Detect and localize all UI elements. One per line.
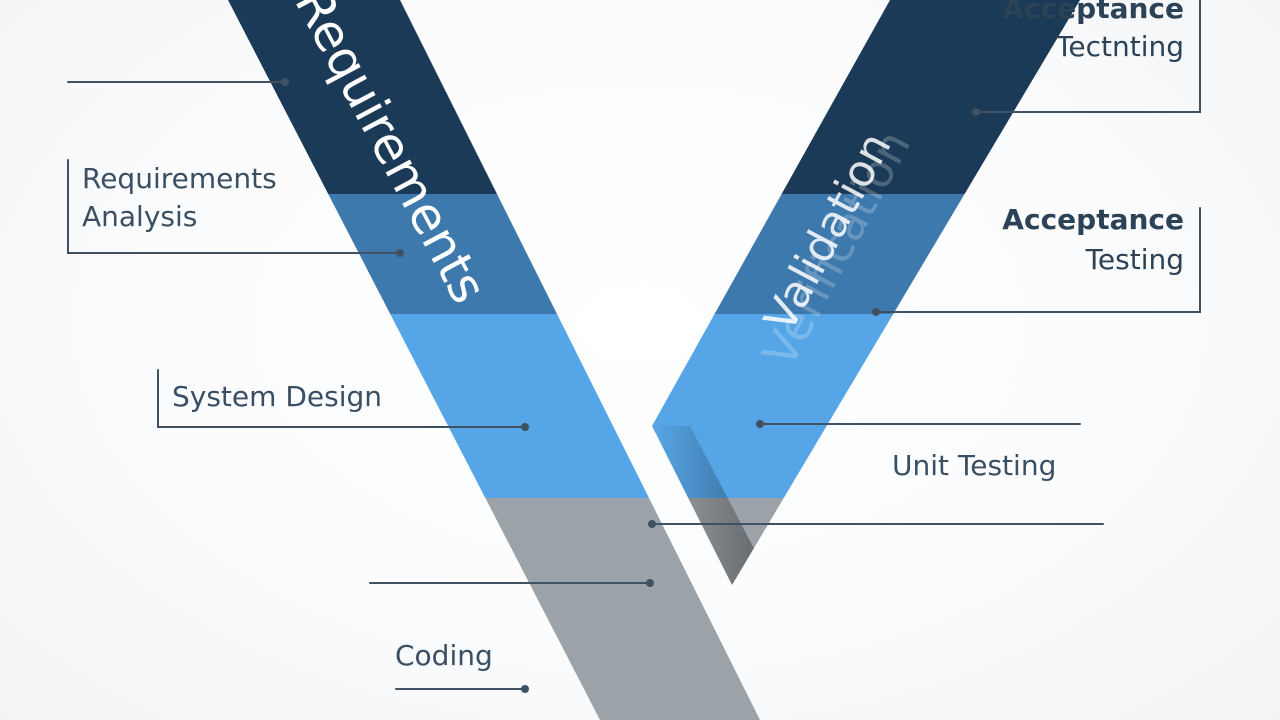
label-coding: Coding bbox=[395, 639, 493, 672]
connector-acceptance bbox=[875, 207, 1201, 313]
connector-dot bbox=[972, 108, 980, 116]
left-band-gray bbox=[228, 498, 760, 720]
connector-dot bbox=[521, 423, 529, 431]
connector-requirements-analysis bbox=[67, 159, 401, 254]
connector-dot bbox=[756, 420, 764, 428]
connector-dot bbox=[648, 520, 656, 528]
connector-dot bbox=[281, 78, 289, 86]
connector-dot bbox=[872, 308, 880, 316]
connector-acceptance-top bbox=[975, 0, 1201, 113]
label-acceptance-top-line2: Tectnting bbox=[1056, 30, 1184, 63]
connector-dot bbox=[396, 249, 404, 257]
label-system-design: System Design bbox=[172, 380, 382, 413]
crease-shadow bbox=[652, 426, 760, 585]
label-acceptance-line2: Testing bbox=[1085, 243, 1184, 276]
label-unit-testing: Unit Testing bbox=[892, 449, 1057, 482]
label-acceptance-top-line1: Acceptance bbox=[1002, 0, 1184, 25]
connector-system-design bbox=[157, 369, 526, 428]
label-acceptance-top: Acceptance Tectnting bbox=[1002, 0, 1184, 66]
label-acceptance-line1: Acceptance bbox=[1002, 203, 1184, 236]
label-requirements-analysis: Requirements Analysis bbox=[82, 160, 277, 236]
label-acceptance-testing: Acceptance Testing bbox=[1002, 200, 1184, 280]
label-requirements-analysis-line2: Analysis bbox=[82, 200, 198, 233]
connector-dot bbox=[521, 685, 529, 693]
connector-dot bbox=[646, 579, 654, 587]
label-requirements-analysis-line1: Requirements bbox=[82, 162, 277, 195]
